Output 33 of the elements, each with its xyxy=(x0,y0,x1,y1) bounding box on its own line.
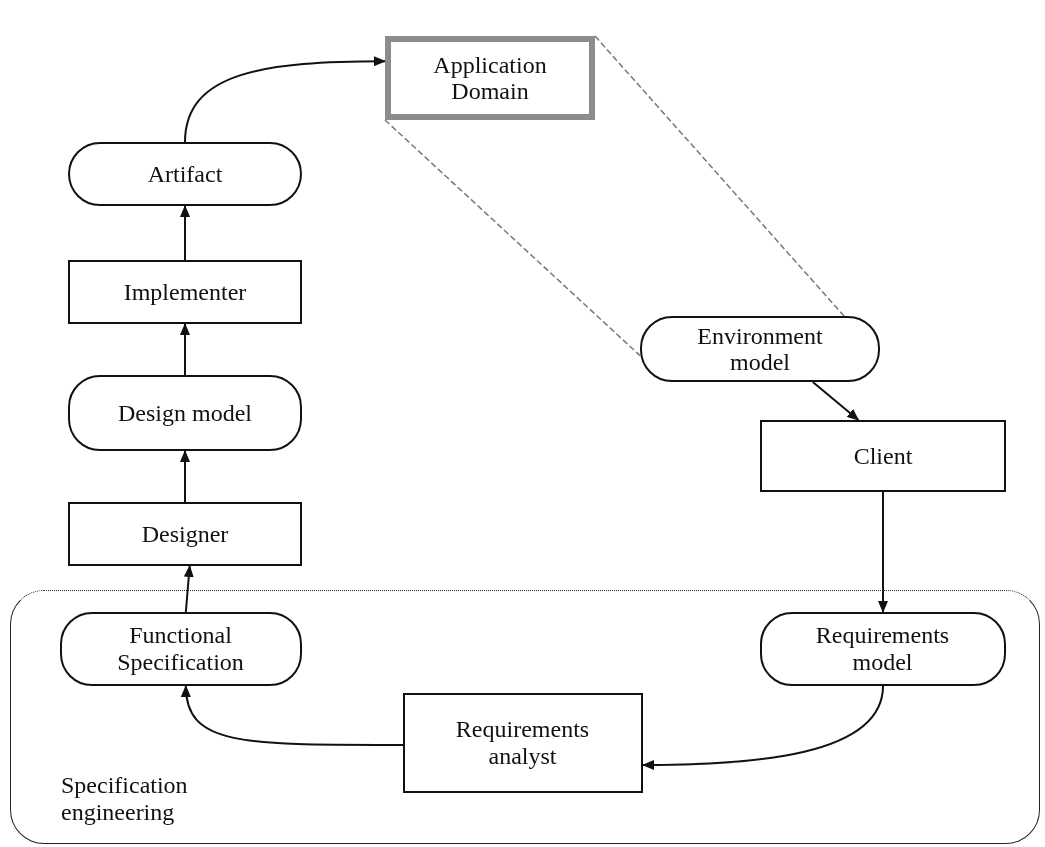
node-label: Designer xyxy=(140,520,230,548)
arrow xyxy=(181,685,404,746)
arrow xyxy=(811,381,860,421)
rounded-box xyxy=(640,316,880,382)
arrow xyxy=(878,491,888,613)
arrow xyxy=(180,205,190,261)
process-box xyxy=(68,502,302,566)
node-label: Environment model xyxy=(696,322,824,376)
region-label: Specification engineering xyxy=(61,771,189,827)
node-label: Application Domain xyxy=(432,51,548,105)
node-label: Implementer xyxy=(122,278,248,306)
node-label: Requirements model xyxy=(814,622,951,675)
node-label: Functional Specification xyxy=(116,622,245,675)
dashed-line xyxy=(594,35,845,317)
arrow xyxy=(642,685,884,770)
arrow xyxy=(180,323,190,376)
process-box xyxy=(68,260,302,324)
rounded-box xyxy=(68,375,302,451)
node-label: Design model xyxy=(117,399,253,427)
process-box xyxy=(760,420,1006,492)
rounded-box xyxy=(59,611,302,686)
group-region xyxy=(10,590,1040,844)
node-label: Artifact xyxy=(146,160,224,188)
rounded-box xyxy=(68,142,302,206)
arrow xyxy=(184,56,386,143)
process-box xyxy=(402,692,643,793)
node-label: Client xyxy=(852,442,914,470)
process-box xyxy=(385,36,595,120)
arrow xyxy=(183,565,194,613)
arrow xyxy=(180,450,190,503)
node-label: Requirements analyst xyxy=(454,716,591,769)
rounded-box xyxy=(759,611,1006,686)
dashed-line xyxy=(384,119,641,357)
